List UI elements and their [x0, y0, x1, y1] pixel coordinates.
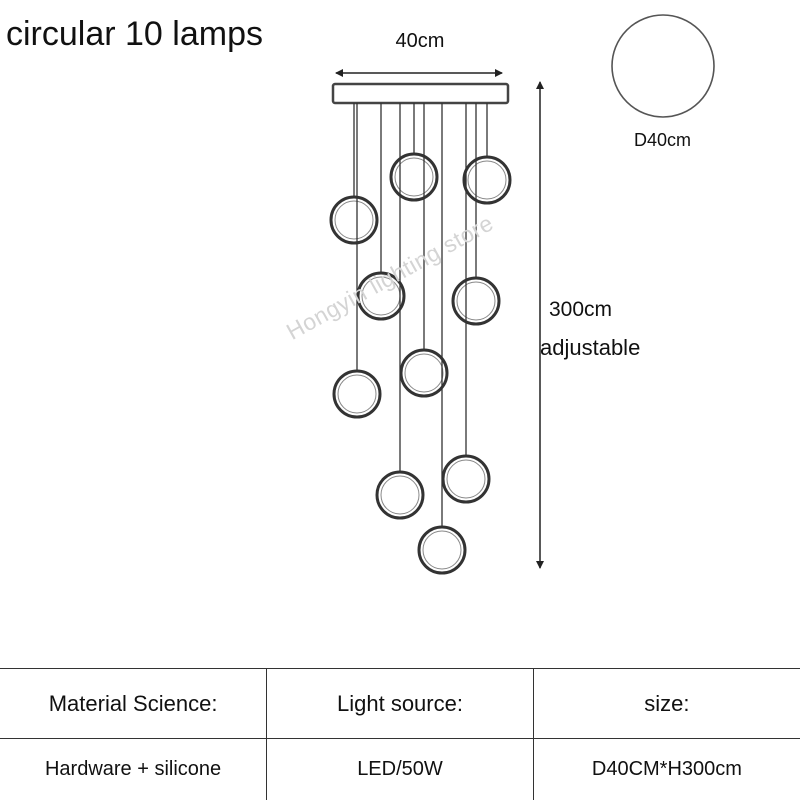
- lamp-ring-inner: [467, 160, 507, 200]
- lamp-ring: [417, 525, 467, 575]
- spec-value-light-source: LED/50W: [266, 738, 534, 800]
- lamp-ring-inner: [337, 374, 377, 414]
- lamp-ring: [451, 276, 501, 326]
- lamp-ring-inner: [394, 157, 434, 197]
- chandelier-diagram: [329, 14, 715, 575]
- spec-value-size: D40CM*H300cm: [532, 738, 800, 800]
- lamp-ring-inner: [334, 200, 374, 240]
- lamp-ring: [332, 369, 382, 419]
- lamp-ring-inner: [456, 281, 496, 321]
- spec-header-light-source: Light source:: [266, 667, 534, 740]
- lamp-ring: [375, 470, 425, 520]
- lamp-ring: [441, 454, 491, 504]
- lamp-ring: [356, 271, 406, 321]
- spec-value-material: Hardware + silicone: [0, 738, 268, 800]
- top-view-circle: [611, 14, 715, 118]
- spec-table: Material Science: Light source: size: Ha…: [0, 667, 800, 800]
- diameter-label: D40cm: [633, 130, 691, 150]
- height-label: 300cm: [549, 298, 613, 321]
- pendant-lamps: [329, 103, 512, 575]
- width-label: 40cm: [395, 30, 445, 52]
- height-note: adjustable: [540, 335, 641, 360]
- ceiling-canopy: [331, 82, 510, 105]
- spec-header-size: size:: [532, 667, 800, 740]
- lamp-ring-inner: [422, 530, 462, 570]
- lamp-ring-inner: [446, 459, 486, 499]
- spec-value-row: Hardware + silicone LED/50W D40CM*H300cm: [0, 738, 800, 800]
- spec-header-material: Material Science:: [0, 667, 268, 740]
- lamp-ring: [329, 195, 379, 245]
- spec-header-row: Material Science: Light source: size:: [0, 667, 800, 740]
- lamp-ring: [462, 155, 512, 205]
- lamp-ring-inner: [404, 353, 444, 393]
- lamp-ring: [389, 152, 439, 202]
- lamp-ring: [399, 348, 449, 398]
- lamp-ring-inner: [380, 475, 420, 515]
- product-title: circular 10 lamps: [6, 15, 263, 53]
